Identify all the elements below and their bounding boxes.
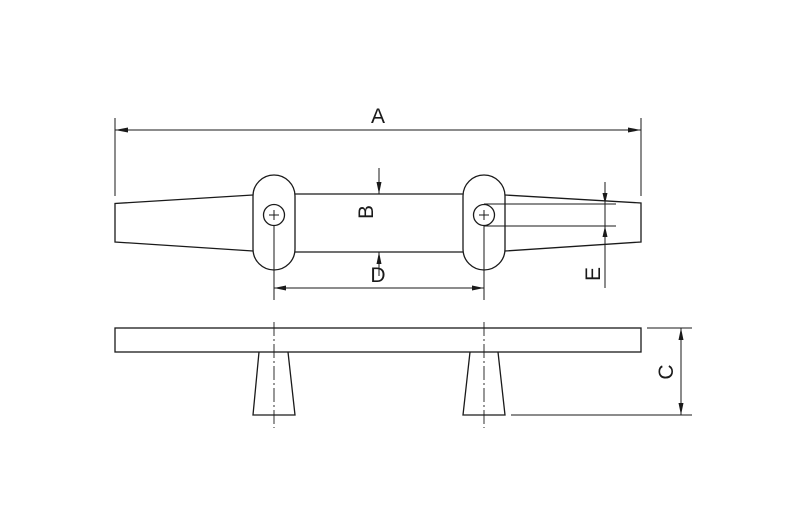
dimension-d: D [273,226,485,300]
side-view [114,322,642,428]
right-mounting-hole [472,203,496,227]
dimension-c: C [511,327,692,416]
dimension-e: E [484,182,616,288]
top-view [114,174,642,271]
dimension-a-label: A [371,105,385,128]
dimension-e-label: E [582,267,605,281]
left-horn [114,194,254,252]
dimension-b: B [355,168,382,276]
left-mounting-hole [262,203,286,227]
cleat-top-bar [114,327,642,353]
dimension-a: A [114,105,642,196]
dimension-c-label: C [655,364,678,379]
dimension-d-label: D [370,264,385,287]
dimension-b-label: B [355,205,378,219]
right-horn [504,194,642,252]
